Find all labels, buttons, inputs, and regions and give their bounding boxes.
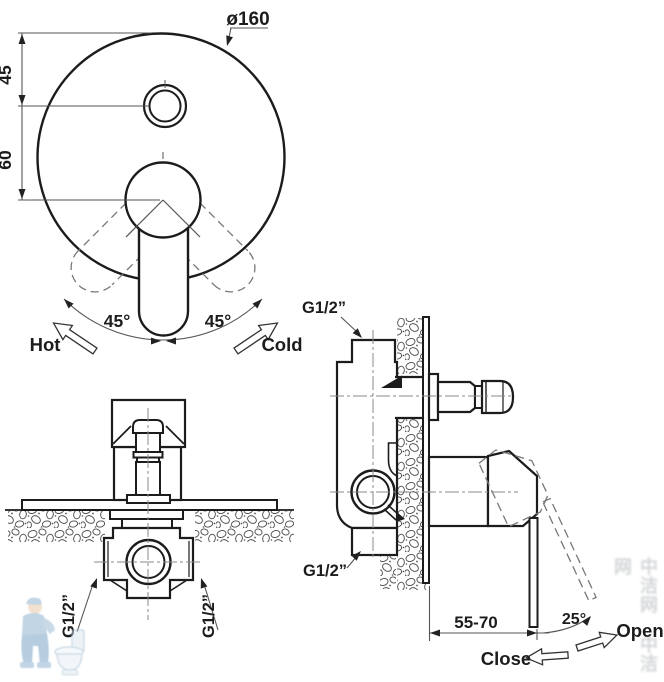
valve-flange xyxy=(109,509,184,520)
label-hot: Hot xyxy=(30,334,61,355)
toilet-figure xyxy=(54,629,85,676)
valve-neck xyxy=(121,518,173,529)
section-centerlines xyxy=(94,408,203,620)
section-view: G1/2” G1/2” xyxy=(5,398,294,638)
handle-wings xyxy=(112,425,185,445)
label-thread-left: G1/2” xyxy=(60,594,78,638)
plumber-figure xyxy=(20,597,55,668)
label-diameter: ø160 xyxy=(226,9,269,30)
body-notch xyxy=(387,442,398,477)
close-arrow xyxy=(524,647,569,666)
front-view: ø160 45 60 45° 45° Hot Cold xyxy=(0,9,303,355)
outlet-assembly xyxy=(427,372,515,422)
body-chamfers xyxy=(109,579,188,592)
depth-dimension xyxy=(428,586,549,641)
label-depth-range: 55-70 xyxy=(454,613,497,632)
handle-bar xyxy=(528,517,539,628)
dimension-arrows xyxy=(18,34,26,199)
watermark-logo xyxy=(20,597,85,676)
lever-chevron xyxy=(125,199,201,238)
watermark-side-text: 中洁网 中洁网 xyxy=(612,557,658,673)
label-open: Open xyxy=(616,620,663,641)
label-thread-top: G1/2” xyxy=(302,299,346,317)
side-centerlines xyxy=(330,330,518,558)
lever-swing-dashed xyxy=(70,202,256,293)
center-ticks xyxy=(162,80,166,159)
label-close: Close xyxy=(481,648,531,669)
swing-arc xyxy=(63,298,263,345)
diverter-button-inner xyxy=(148,89,182,123)
open-angle-arc xyxy=(542,616,591,634)
port-face-lines xyxy=(107,541,190,577)
handle-open-dashed xyxy=(478,449,597,602)
cold-arrow xyxy=(233,322,279,355)
side-bottom-elbow xyxy=(350,526,399,557)
open-arrow xyxy=(575,631,619,652)
hot-cold-arrows xyxy=(52,322,279,355)
label-angle-right: 45° xyxy=(205,311,231,331)
side-view: G1/2” G1/2” 55-70 25° Open Close xyxy=(302,299,664,669)
label-thread-right: G1/2” xyxy=(200,594,218,638)
label-angle-left: 45° xyxy=(104,311,130,331)
label-cold: Cold xyxy=(261,334,302,355)
section-thread-leaders xyxy=(76,578,219,633)
handle-grip xyxy=(486,449,539,528)
label-dim-60: 60 xyxy=(0,150,15,170)
side-thread-leaders xyxy=(340,316,362,569)
side-escutcheon-plate xyxy=(422,316,430,584)
open-close-arrows xyxy=(524,631,619,666)
body-wedge xyxy=(381,375,402,388)
label-dim-45: 45 xyxy=(0,65,15,85)
drain-lever xyxy=(383,504,405,522)
diameter-leader xyxy=(226,27,268,46)
hot-arrow xyxy=(52,322,98,355)
dimension-lines xyxy=(18,32,160,201)
label-thread-bottom: G1/2” xyxy=(303,562,347,580)
label-open-angle: 25° xyxy=(562,611,586,628)
